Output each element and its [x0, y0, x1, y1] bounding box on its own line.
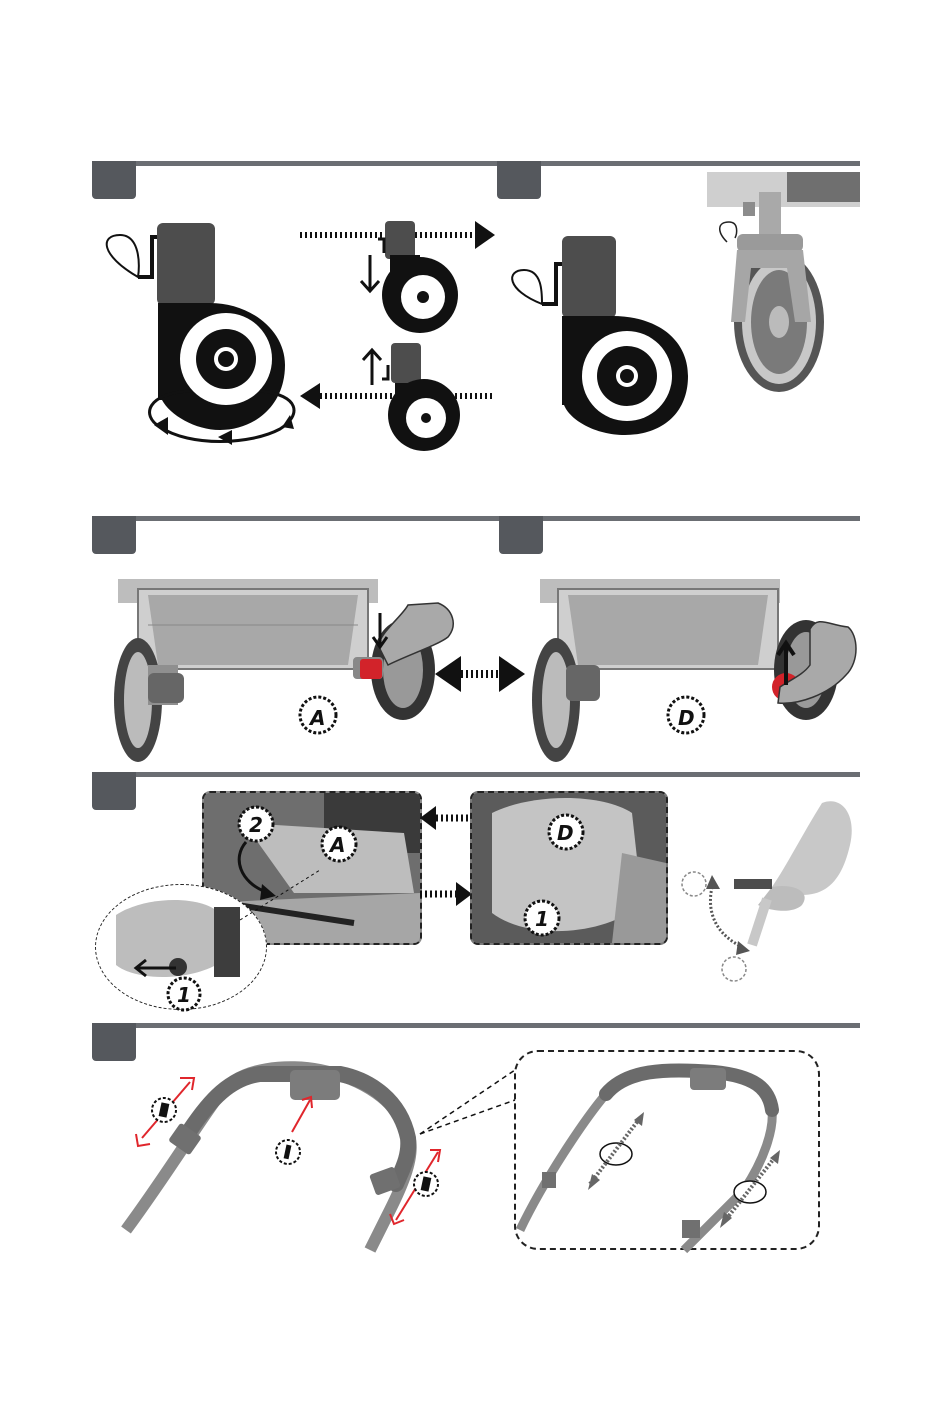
swivel-wheel-locked-diagram: [500, 230, 700, 440]
footrest-step-1-label-a: 1: [535, 907, 549, 931]
handle-arrow-center: [292, 1097, 312, 1132]
brake-lock-label: A: [308, 706, 325, 730]
swivel-wheel-diagram: [100, 215, 500, 455]
footrest-up-label: A: [328, 833, 345, 857]
footrest-down-label: D: [557, 821, 574, 845]
cord-loop-icon: [107, 235, 158, 277]
footrest-side-view: [672, 795, 862, 985]
brake-release-label-wrap: D: [668, 697, 708, 737]
section-1-rule: [92, 161, 860, 166]
step-box-2a: [92, 516, 136, 554]
footrest-step-1-label-b: 1: [177, 983, 191, 1007]
step-box-3: [92, 772, 136, 810]
section-2-rule: [92, 516, 860, 521]
zoom-connector: [240, 870, 330, 930]
arrow-up-icon: [363, 350, 381, 385]
brake-release-label: D: [678, 706, 695, 730]
footrest-down-badge: D: [546, 812, 586, 852]
swivel-latch: [157, 223, 215, 305]
dashed-arrow-icon: [420, 806, 472, 830]
rotation-arrow-right: [720, 1150, 780, 1228]
handlebar-main: [120, 1060, 440, 1250]
footrest-up-badge: A: [319, 824, 359, 864]
section-4-rule: [92, 1023, 860, 1028]
step-box-1b: [497, 161, 541, 199]
small-wheel-unlocked: [300, 343, 492, 451]
section-3-rule: [92, 772, 860, 777]
footrest-step-1-badge: 1: [522, 898, 562, 938]
handlebar-detail: [514, 1050, 820, 1250]
arrow-down-icon: [361, 255, 379, 291]
step-box-2b: [499, 516, 543, 554]
swivel-wheel-photo: [707, 172, 860, 394]
step-box-4: [92, 1023, 136, 1061]
cord-loop-icon: [512, 264, 562, 304]
double-arrow-icon: [435, 656, 525, 692]
dashed-arrow-icon: [420, 882, 472, 906]
small-wheel-locked: [300, 221, 495, 333]
footrest-zoom-step-badge: 1: [164, 974, 204, 1014]
brake-lock-label-wrap: A: [300, 697, 340, 737]
step-box-1a: [92, 161, 136, 199]
footrest-step-2-label: 2: [249, 813, 263, 837]
rotation-arrow-left: [588, 1112, 644, 1190]
brake-engage-photo: [108, 575, 468, 765]
